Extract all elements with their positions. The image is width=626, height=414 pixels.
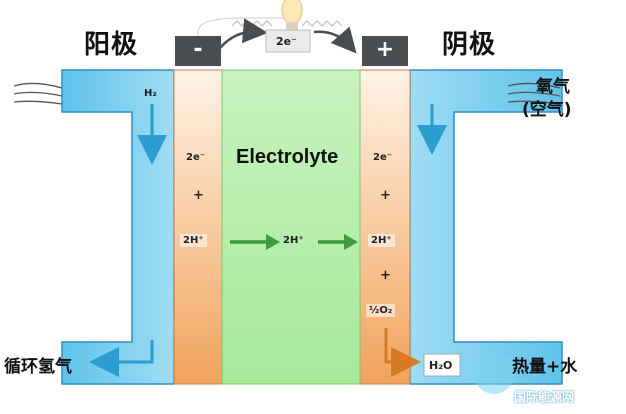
negative-terminal: - [175,36,221,66]
electrolyte-label: Electrolyte [236,146,339,168]
water-outflow-arrow [384,328,421,377]
cathode-electron-label: 2e⁻ [373,152,393,163]
anode-electrode [173,69,223,385]
cathode-oxygen-label: ½O₂ [366,304,396,317]
electrolyte-membrane [221,69,361,385]
cathode-plus-sign-2: + [380,268,391,283]
external-wire [197,17,300,40]
h2-inlet-lines [13,82,63,105]
anode-gas-channel [61,69,175,385]
h2o-box [423,353,461,377]
watermark-logo [474,354,514,394]
wire-electron-label: 2e⁻ [276,35,297,48]
cathode-plus-sign-1: + [380,188,391,203]
anode-electron-label: 2e⁻ [186,152,206,163]
positive-terminal: + [362,36,408,66]
anode-proton-label: 2H⁺ [180,234,207,247]
electron-flow-arrow-right [313,26,357,54]
electron-flow-arrow-left [219,18,268,49]
wire-electron-box [265,29,311,53]
watermark-text: 国际能源网 [514,390,575,404]
h2-channel-label: H₂ [144,88,157,99]
cathode-proton-label: 2H⁺ [368,234,395,247]
recycle-arrow [89,340,154,377]
oxygen-inlet-lines [507,82,561,105]
heat-water-label: 热量+水 [512,357,578,377]
anode-plus-sign: + [193,188,204,203]
cathode-title: 阴极 [442,30,497,60]
mid-proton-label: 2H⁺ [283,235,304,246]
oxygen-label: 氧气 [536,77,570,97]
bulb-icon [281,0,303,25]
anode-title: 阳极 [84,30,139,60]
cathode-gas-channel [409,69,563,385]
recycle-h2-label: 循环氢气 [4,357,72,377]
h2o-label: H₂O [429,359,453,372]
air-label: (空气) [522,100,572,120]
